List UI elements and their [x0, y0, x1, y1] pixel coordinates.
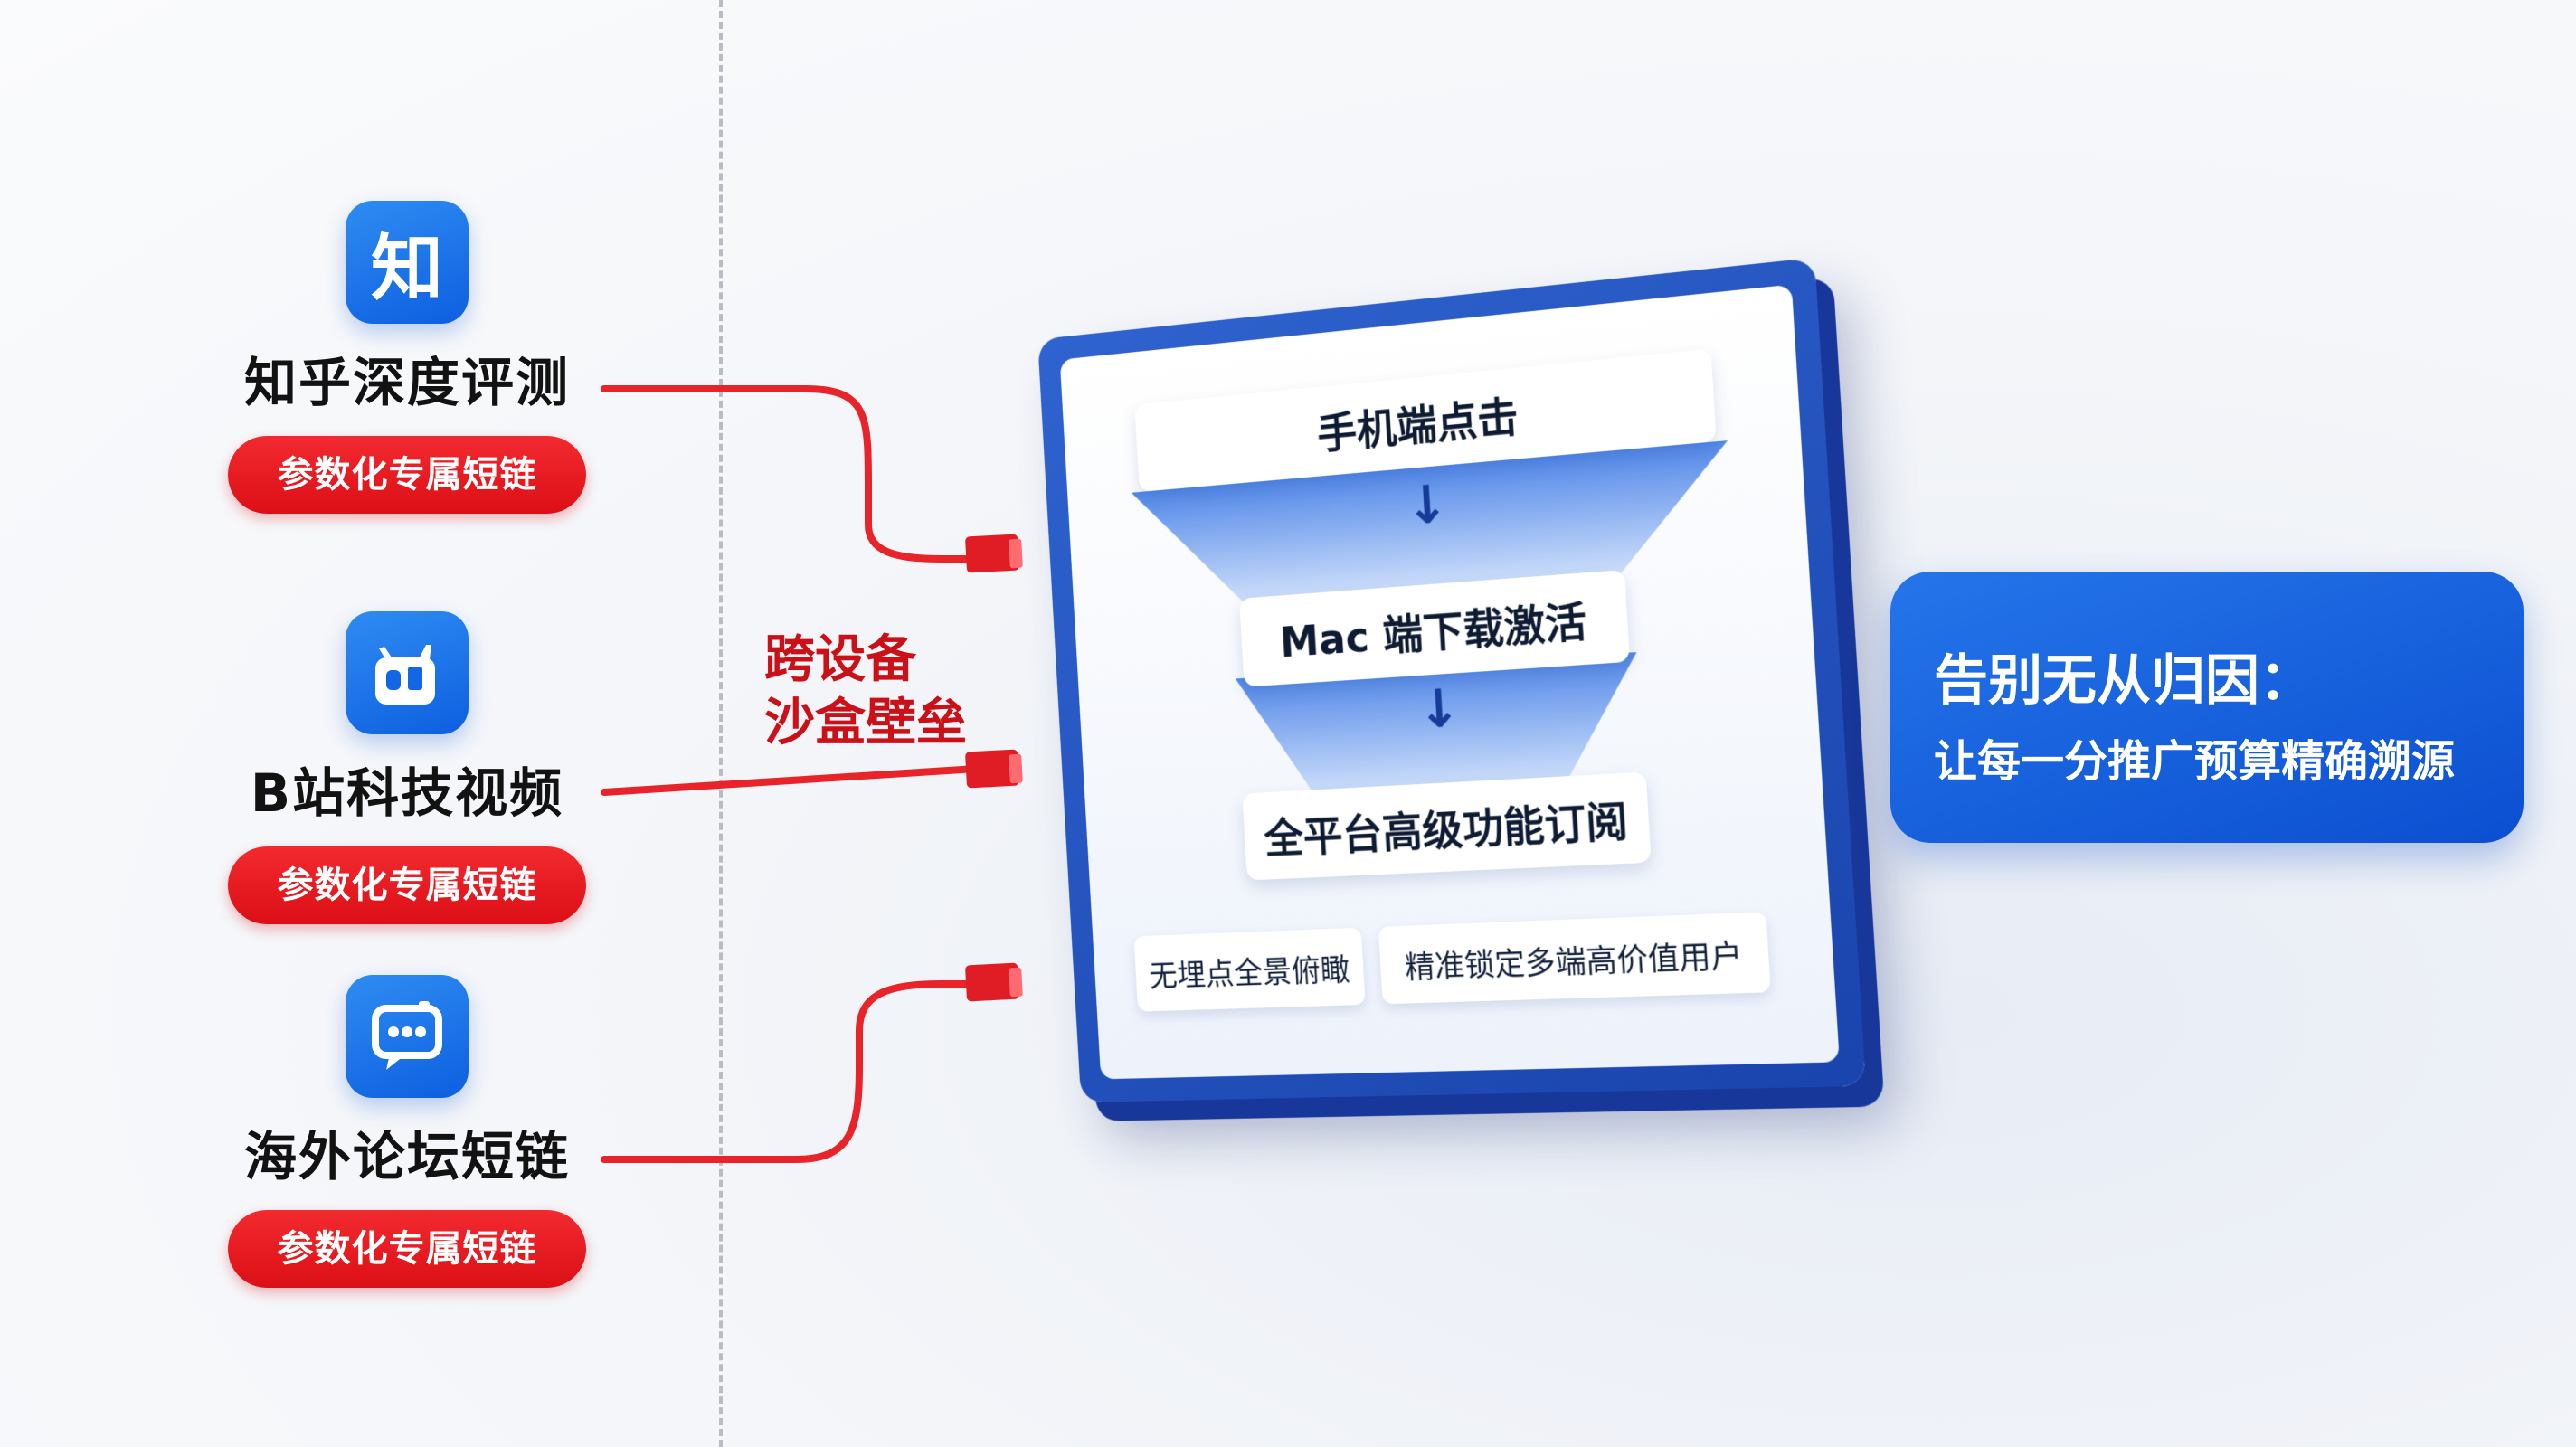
source-zhihu: 知 知乎深度评测 参数化专属短链 — [226, 201, 588, 514]
source-forum: 海外论坛短链 参数化专属短链 — [226, 975, 588, 1288]
dashed-divider — [719, 0, 723, 1447]
cable-bilibili — [601, 765, 980, 796]
cable-zhihu — [601, 385, 980, 563]
funnel-upper — [1131, 440, 1736, 615]
funnel-shape — [1131, 440, 1736, 803]
screen-panel: 手机端点击 ↓ Mac 端下载激活 ↓ 全平台高级功能订阅 无埋点全景俯瞰 精准… — [1059, 284, 1840, 1080]
sandbox-label-line1: 跨设备 — [764, 630, 916, 689]
source-title-zhihu: 知乎深度评测 — [243, 352, 570, 413]
tag-forum: 参数化专属短链 — [228, 1210, 586, 1288]
attribution-callout: 告别无从归因： 让每一分推广预算精确溯源 — [1890, 572, 2524, 843]
zhihu-icon: 知 — [346, 201, 469, 324]
chip-high-value-users: 精准锁定多端高价值用户 — [1378, 912, 1771, 1005]
arrow-down-icon: ↓ — [1416, 676, 1463, 741]
plug-bilibili — [965, 749, 1019, 789]
cable-forum — [601, 980, 980, 1163]
tag-bilibili: 参数化专属短链 — [228, 846, 586, 924]
funnel-screen: 手机端点击 ↓ Mac 端下载激活 ↓ 全平台高级功能订阅 无埋点全景俯瞰 精准… — [1037, 257, 1866, 1102]
tag-zhihu: 参数化专属短链 — [228, 436, 586, 514]
arrow-down-icon: ↓ — [1404, 472, 1451, 537]
source-bilibili: B站科技视频 参数化专属短链 — [226, 611, 588, 924]
chip-full-view: 无埋点全景俯瞰 — [1133, 927, 1366, 1012]
sandbox-barrier-label: 跨设备 沙盒壁垒 — [764, 629, 967, 755]
bilibili-icon — [346, 611, 469, 734]
plug-forum — [965, 962, 1019, 1002]
callout-subtitle: 让每一分推广预算精确溯源 — [1934, 736, 2456, 787]
plug-zhihu — [965, 534, 1019, 573]
forum-icon — [346, 975, 469, 1098]
sandbox-label-line2: 沙盒壁垒 — [764, 694, 967, 752]
source-title-bilibili: B站科技视频 — [250, 762, 564, 824]
source-title-forum: 海外论坛短链 — [243, 1126, 570, 1187]
funnel-lower — [1235, 652, 1645, 803]
callout-title: 告别无从归因： — [1934, 649, 2314, 713]
